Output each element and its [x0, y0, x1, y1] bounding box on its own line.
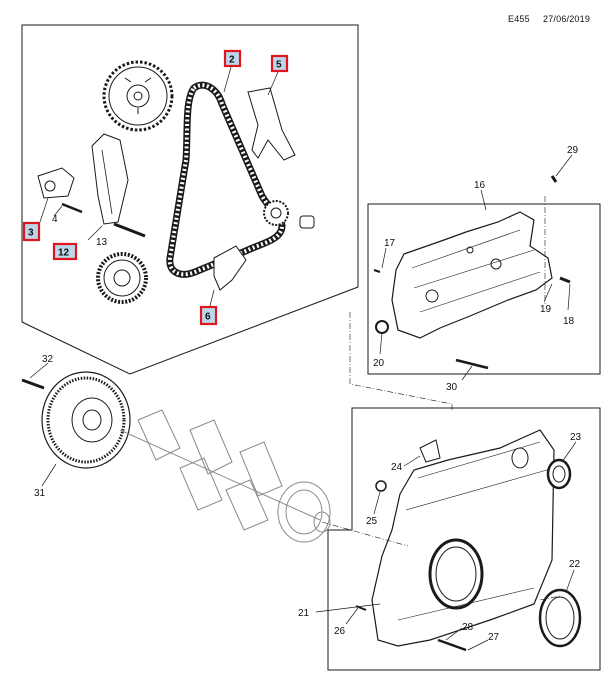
callout-2-box: 2 [223, 49, 242, 68]
callout-22: 22 [569, 559, 581, 570]
camshaft-sprocket [102, 60, 174, 132]
cam-oil-seal [546, 458, 572, 490]
tensioner-rail [91, 133, 129, 225]
callout-6: 6 [205, 312, 211, 323]
callout-28: 28 [462, 622, 474, 633]
callout-31: 31 [34, 488, 46, 499]
callout-5-box: 5 [270, 54, 289, 73]
callout-30: 30 [446, 382, 458, 393]
upper-cover-frame [367, 203, 601, 375]
chain-guide-rail [247, 87, 296, 161]
callout-5: 5 [276, 60, 282, 71]
pulley-bolt [21, 378, 45, 390]
tensioner-bolt [113, 222, 146, 238]
chain-tensioner [37, 167, 83, 214]
timing-chain-panel [21, 24, 359, 375]
callout-6-box: 6 [199, 305, 218, 326]
leader-lines [29, 66, 577, 651]
timing-panel-frame [21, 24, 359, 375]
callout-3-box: 3 [22, 221, 41, 242]
callout-labels: 32 31 2 5 3 4 12 13 6 29 16 17 19 18 20 … [22, 49, 582, 643]
callout-21: 21 [298, 608, 310, 619]
callout-32: 32 [42, 354, 54, 365]
callout-19: 19 [540, 304, 552, 315]
diagram-date: 27/06/2019 [543, 14, 591, 24]
lower-chain-guide [213, 245, 247, 291]
lower-cover-frame [327, 407, 601, 671]
lower-cover-group [327, 407, 601, 671]
callout-4: 4 [52, 214, 58, 225]
callout-2: 2 [229, 55, 235, 66]
callout-17: 17 [384, 238, 396, 249]
cover-bracket [419, 439, 441, 463]
alignment-lines [321, 196, 561, 601]
upper-cover-group [367, 175, 601, 375]
callout-12: 12 [58, 248, 70, 259]
upper-timing-cover [391, 211, 553, 339]
crankshaft-group [21, 371, 331, 543]
callout-16: 16 [474, 180, 486, 191]
callout-27: 27 [488, 632, 500, 643]
crank-oil-seal [538, 588, 582, 648]
callout-18: 18 [563, 316, 575, 327]
callout-24: 24 [391, 462, 403, 473]
callout-3: 3 [28, 228, 34, 239]
crankshaft [119, 409, 331, 543]
callout-25: 25 [366, 516, 378, 527]
callout-12-box: 12 [52, 242, 78, 261]
callout-29: 29 [567, 145, 579, 156]
callout-26: 26 [334, 626, 346, 637]
crankshaft-sprocket [96, 252, 148, 304]
callout-20: 20 [373, 358, 385, 369]
callout-13: 13 [96, 237, 108, 248]
callout-23: 23 [570, 432, 582, 443]
cover-grommet [375, 480, 387, 492]
lower-timing-cover [371, 429, 555, 647]
idler-sprocket [263, 200, 315, 229]
diagram-code: E455 [508, 14, 530, 24]
crankshaft-pulley [41, 371, 131, 469]
